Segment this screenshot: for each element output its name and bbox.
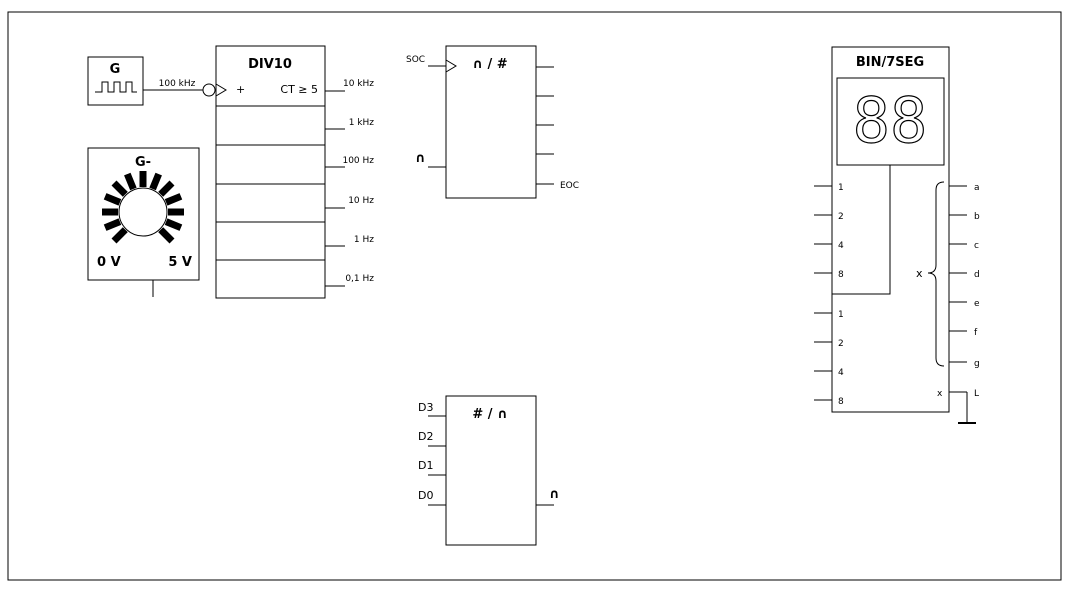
decoder-lower-input-label: 8 bbox=[838, 397, 844, 407]
segment-output-label: g bbox=[974, 359, 980, 369]
potentiometer-scale-icon bbox=[102, 171, 184, 244]
dac-output-label: ∩ bbox=[549, 487, 560, 502]
divider-output-label: 10 Hz bbox=[348, 196, 374, 206]
dac-block: # / ∩ D3 D2 D1 D0 ∩ bbox=[418, 395, 560, 546]
inverter-bubble-icon bbox=[202, 83, 216, 97]
divider-output-label: 1 kHz bbox=[349, 118, 375, 128]
decoder-upper-input-label: 1 bbox=[838, 183, 844, 193]
potentiometer-scale-bar bbox=[103, 218, 122, 231]
segment-output-label: f bbox=[974, 328, 978, 338]
square-wave-icon bbox=[95, 81, 137, 93]
segment-output-label: b bbox=[974, 212, 980, 222]
divider-input-label: 100 kHz bbox=[159, 79, 196, 89]
adc-eoc-label: EOC bbox=[560, 181, 579, 191]
adc-title: ∩ / # bbox=[472, 57, 507, 72]
potentiometer-scale-bar bbox=[164, 193, 183, 206]
potentiometer-scale-bar bbox=[103, 193, 122, 206]
potentiometer-knob-icon[interactable] bbox=[118, 187, 168, 237]
divider-counter-label: CT ≥ 5 bbox=[280, 83, 318, 96]
dac-input-label: D0 bbox=[418, 489, 433, 502]
potentiometer-title: G- bbox=[135, 155, 151, 170]
decoder-block: BIN/7SEG 88 1 2 4 8 1 2 4 8 a b c bbox=[814, 46, 980, 424]
group-label: x bbox=[916, 267, 923, 280]
potentiometer-max-label: 5 V bbox=[168, 255, 192, 270]
potentiometer-scale-bar bbox=[124, 172, 137, 191]
dac-input-label: D2 bbox=[418, 430, 433, 443]
divider-output-label: 100 Hz bbox=[342, 156, 374, 166]
enable-output-label: L bbox=[974, 389, 979, 399]
generator-block: G 100 kHz bbox=[87, 56, 204, 106]
divider-title: DIV10 bbox=[248, 57, 292, 72]
segment-output-label: e bbox=[974, 299, 980, 309]
potentiometer-scale-bar bbox=[158, 227, 175, 244]
display-digits: 88 bbox=[853, 84, 928, 157]
decoder-upper-input-label: 4 bbox=[838, 241, 844, 251]
diagram-frame bbox=[7, 11, 1062, 581]
decoder-upper-input-label: 2 bbox=[838, 212, 844, 222]
decoder-upper-input-label: 8 bbox=[838, 270, 844, 280]
gate-label: x bbox=[937, 389, 943, 399]
potentiometer-scale-bar bbox=[164, 218, 183, 231]
adc-block: ∩ / # SOC ∩ EOC bbox=[406, 45, 579, 199]
divider-output-label: 10 kHz bbox=[343, 79, 374, 89]
potentiometer-min-label: 0 V bbox=[97, 255, 121, 270]
decoder-lower-input-label: 4 bbox=[838, 368, 844, 378]
clock-edge-icon bbox=[445, 59, 457, 73]
adc-analog-label: ∩ bbox=[415, 151, 426, 166]
generator-title: G bbox=[110, 62, 121, 77]
divider-output-label: 1 Hz bbox=[354, 235, 374, 245]
adc-start-label: SOC bbox=[406, 55, 425, 65]
internal-bus-line bbox=[832, 165, 891, 295]
potentiometer-block: G- 0 V 5 V bbox=[87, 147, 200, 297]
dac-input-label: D1 bbox=[418, 459, 433, 472]
potentiometer-scale-bar bbox=[149, 172, 162, 191]
segment-output-label: c bbox=[974, 241, 979, 251]
decoder-title: BIN/7SEG bbox=[856, 55, 924, 70]
dac-title: # / ∩ bbox=[472, 407, 507, 422]
divider-clock-label: + bbox=[236, 83, 245, 96]
segment-output-label: d bbox=[974, 270, 980, 280]
potentiometer-scale-bar bbox=[158, 180, 175, 197]
divider-block: DIV10 + CT ≥ 5 10 kHz 1 kHz 100 Hz 10 Hz… bbox=[202, 45, 375, 299]
group-brace-icon bbox=[927, 181, 945, 367]
potentiometer-scale-bar bbox=[111, 227, 128, 244]
decoder-lower-input-label: 1 bbox=[838, 310, 844, 320]
clock-edge-icon bbox=[215, 83, 227, 97]
dac-input-label: D3 bbox=[418, 401, 433, 414]
decoder-lower-input-label: 2 bbox=[838, 339, 844, 349]
potentiometer-scale-bar bbox=[111, 180, 128, 197]
divider-output-label: 0,1 Hz bbox=[345, 274, 374, 284]
segment-output-label: a bbox=[974, 183, 980, 193]
